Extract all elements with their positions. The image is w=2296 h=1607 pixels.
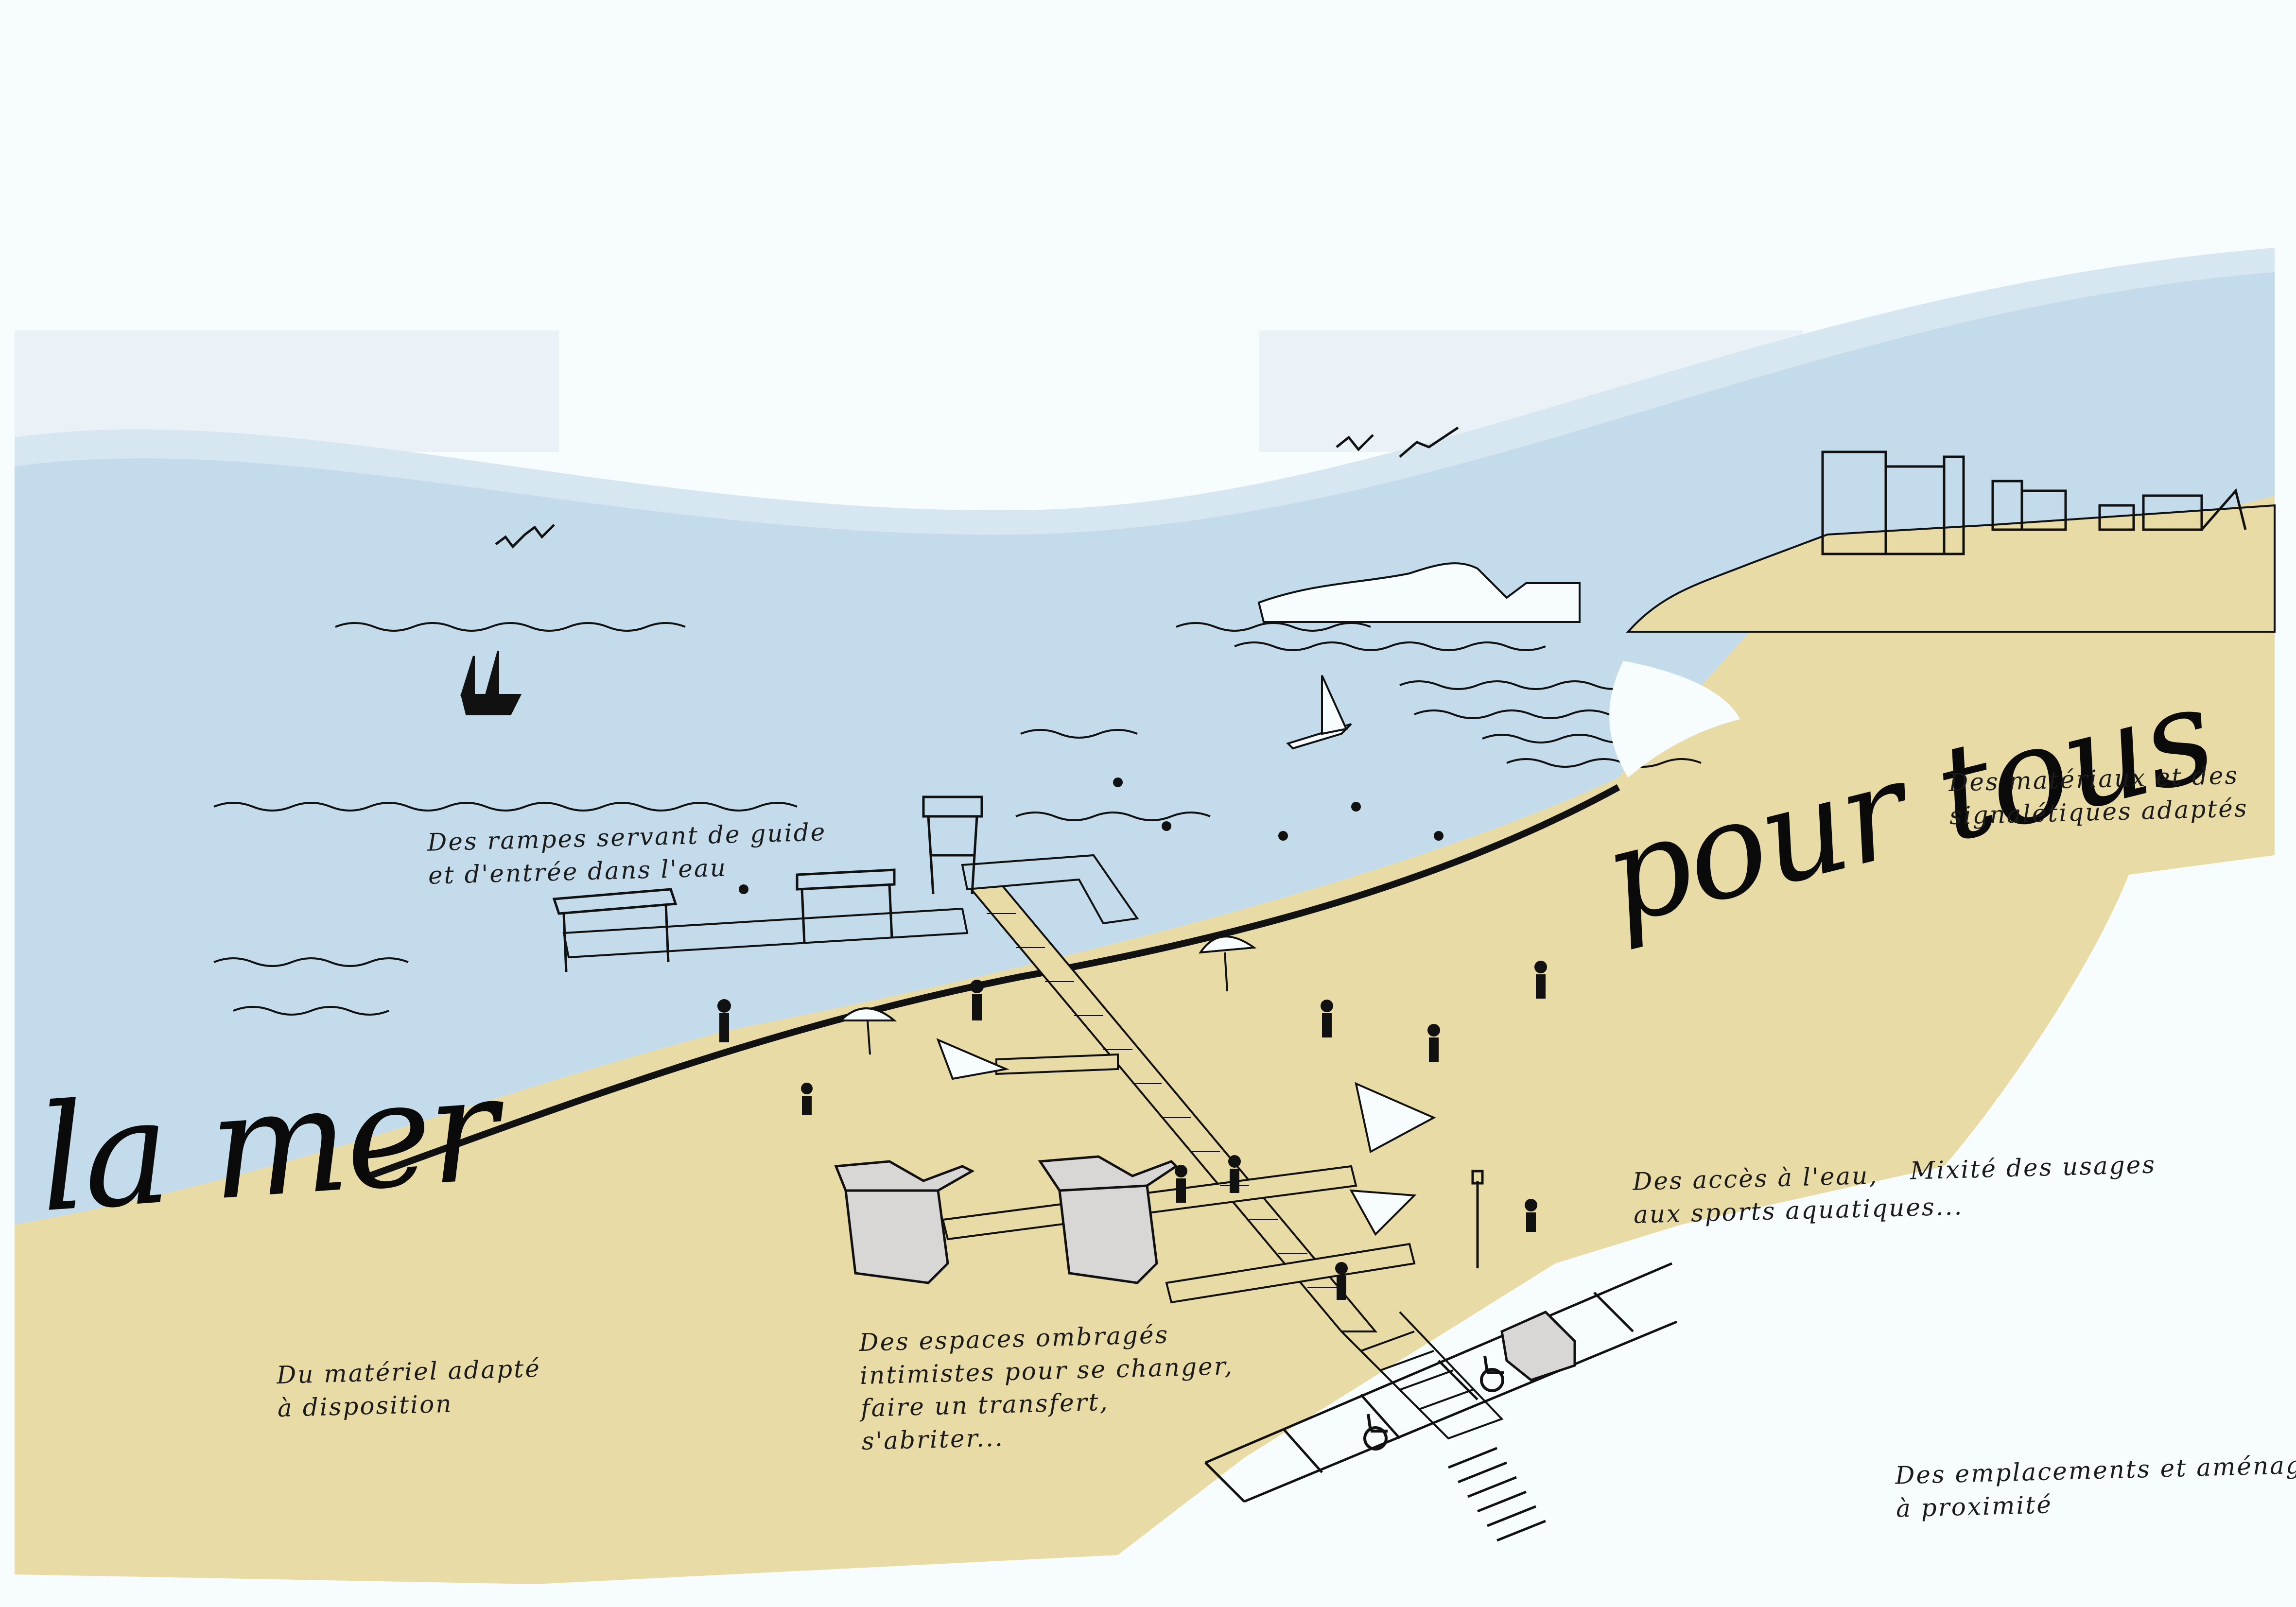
- title-left: la mer: [33, 1043, 501, 1245]
- annotation-equipment-line-1: Du matériel adapté: [276, 1354, 541, 1390]
- shoreline: [368, 784, 1620, 1179]
- street-lamp-icon: [1471, 1170, 1484, 1268]
- wheelchair-icon: [1363, 1414, 1388, 1451]
- town-buildings: [1821, 450, 2247, 555]
- annotation-shaded-spaces: Des espaces ombragés intimistes pour se …: [859, 1317, 1236, 1458]
- pergola: [552, 868, 896, 972]
- annotation-equipment: Du matériel adapté à disposition: [276, 1352, 542, 1425]
- annotation-equipment-line-2: à disposition: [277, 1389, 453, 1422]
- parasol-icon: [838, 935, 1436, 1236]
- coast-cliffs: [1626, 504, 2276, 633]
- seagull-icon: [495, 426, 1459, 549]
- annotation-ramps: Des rampes servant de guide et d'entrée …: [427, 816, 827, 892]
- sand: [15, 496, 2275, 1584]
- annotation-mixed-use-line-1: Mixité des usages: [1910, 1150, 2157, 1185]
- annotation-mixed-use: Mixité des usages: [1910, 1148, 2157, 1188]
- beachgoers: [717, 778, 1547, 1300]
- annotation-materials: Des matériaux et des signalétiques adapt…: [1948, 759, 2248, 832]
- cabin-icon: [834, 1155, 1178, 1284]
- annotation-parking: Des emplacements et aménagements à proxi…: [1895, 1446, 2296, 1525]
- island: [1257, 562, 1581, 623]
- boardwalk-planks: [987, 913, 1337, 1288]
- sailboat-icon: [460, 651, 522, 715]
- car-icon: [1500, 1311, 1576, 1382]
- sea-foam: [1609, 661, 1740, 778]
- access-ramp: [1340, 1311, 1504, 1440]
- sailboat-icon: [1286, 675, 1352, 750]
- lifeguard-tower: [922, 795, 983, 895]
- crosswalk: [1448, 1447, 1546, 1542]
- wheelchair-icon: [1480, 1355, 1504, 1392]
